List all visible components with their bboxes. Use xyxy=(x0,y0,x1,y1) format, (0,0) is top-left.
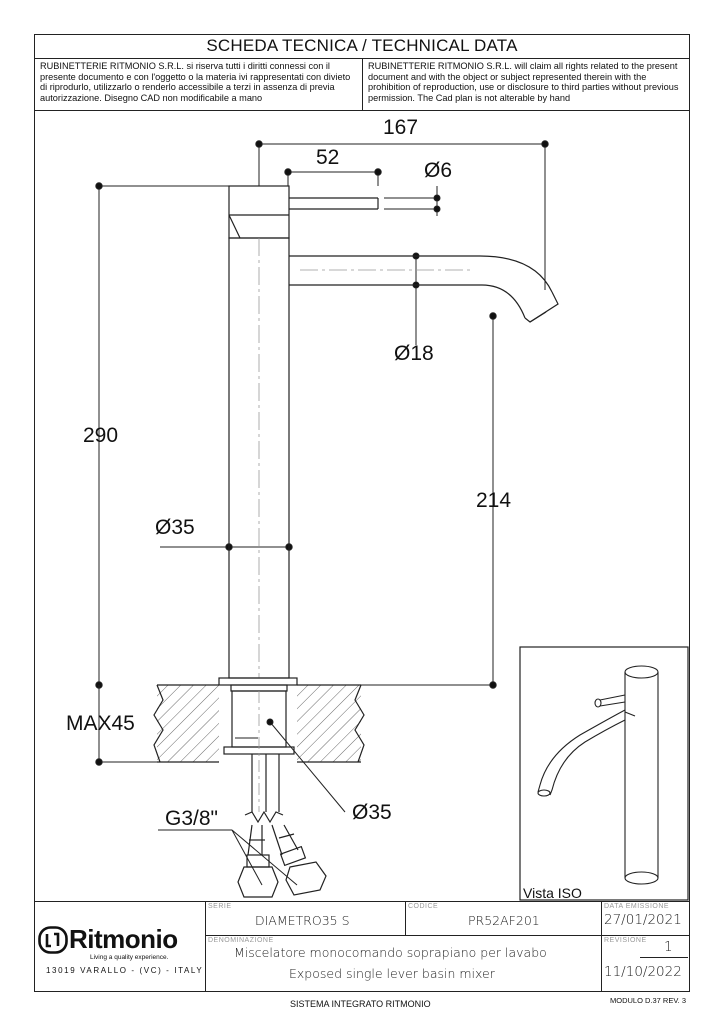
description-english: Exposed single lever basin mixer xyxy=(289,966,495,981)
title-block-code-divider xyxy=(405,901,407,935)
dimension-lever-length: 52 xyxy=(316,146,340,169)
copyright-notice-italian: RUBINETTERIE RITMONIO S.R.L. si riserva … xyxy=(40,61,351,103)
dimension-total-height: 290 xyxy=(83,424,119,447)
product-code: PR52AF201 xyxy=(468,913,540,928)
title-block-top xyxy=(34,901,690,903)
designation-label: DENOMINAZIONE xyxy=(208,937,274,944)
title-block-brand-divider xyxy=(205,901,207,991)
series-label: SERIE xyxy=(208,903,232,910)
code-label: CODICE xyxy=(408,903,439,910)
series-value: DIAMETRO35 S xyxy=(255,913,350,928)
dimension-lever-diameter: Ø6 xyxy=(424,159,453,182)
company-address: 13019 VARALLO - (VC) - ITALY xyxy=(46,966,204,975)
title-block-date-divider xyxy=(601,901,603,991)
dimension-shank-diameter: Ø35 xyxy=(352,801,392,824)
dimension-deck-thickness: MAX45 xyxy=(66,712,135,735)
dimension-spout-diameter: Ø18 xyxy=(394,342,434,365)
revision-underline xyxy=(640,957,688,958)
brand-tagline: Living a quality experience. xyxy=(90,954,169,961)
brand-name: Ritmonio xyxy=(69,924,178,954)
footer-module: MODULO D.37 REV. 3 xyxy=(610,996,686,1005)
dimension-spout-height: 214 xyxy=(476,489,512,512)
dimension-connection-thread: G3/8" xyxy=(165,807,218,830)
header-column-divider xyxy=(362,58,364,110)
iso-view-caption: Vista ISO xyxy=(523,885,582,901)
footer-system: SISTEMA INTEGRATO RITMONIO xyxy=(290,999,431,1009)
revision-date: 11/10/2022 xyxy=(604,964,682,980)
description-italian: Miscelatore monocomando soprapiano per l… xyxy=(234,945,547,960)
sheet-title: SCHEDA TECNICA / TECHNICAL DATA xyxy=(206,36,518,55)
title-block-middle-divider xyxy=(205,935,690,937)
revision-number: 1 xyxy=(664,939,673,955)
issue-date: 27/01/2021 xyxy=(604,912,682,928)
revision-label: REVISIONE xyxy=(604,937,647,944)
copyright-notice-english: RUBINETTERIE RITMONIO S.R.L. will claim … xyxy=(368,61,679,103)
ritmonio-logo-icon xyxy=(38,926,68,954)
drawing-frame xyxy=(34,34,690,992)
issue-date-label: DATA EMISSIONE xyxy=(604,903,670,910)
header-bottom-divider xyxy=(34,110,690,112)
dimension-overall-width: 167 xyxy=(383,116,419,139)
dimension-body-diameter: Ø35 xyxy=(155,516,195,539)
